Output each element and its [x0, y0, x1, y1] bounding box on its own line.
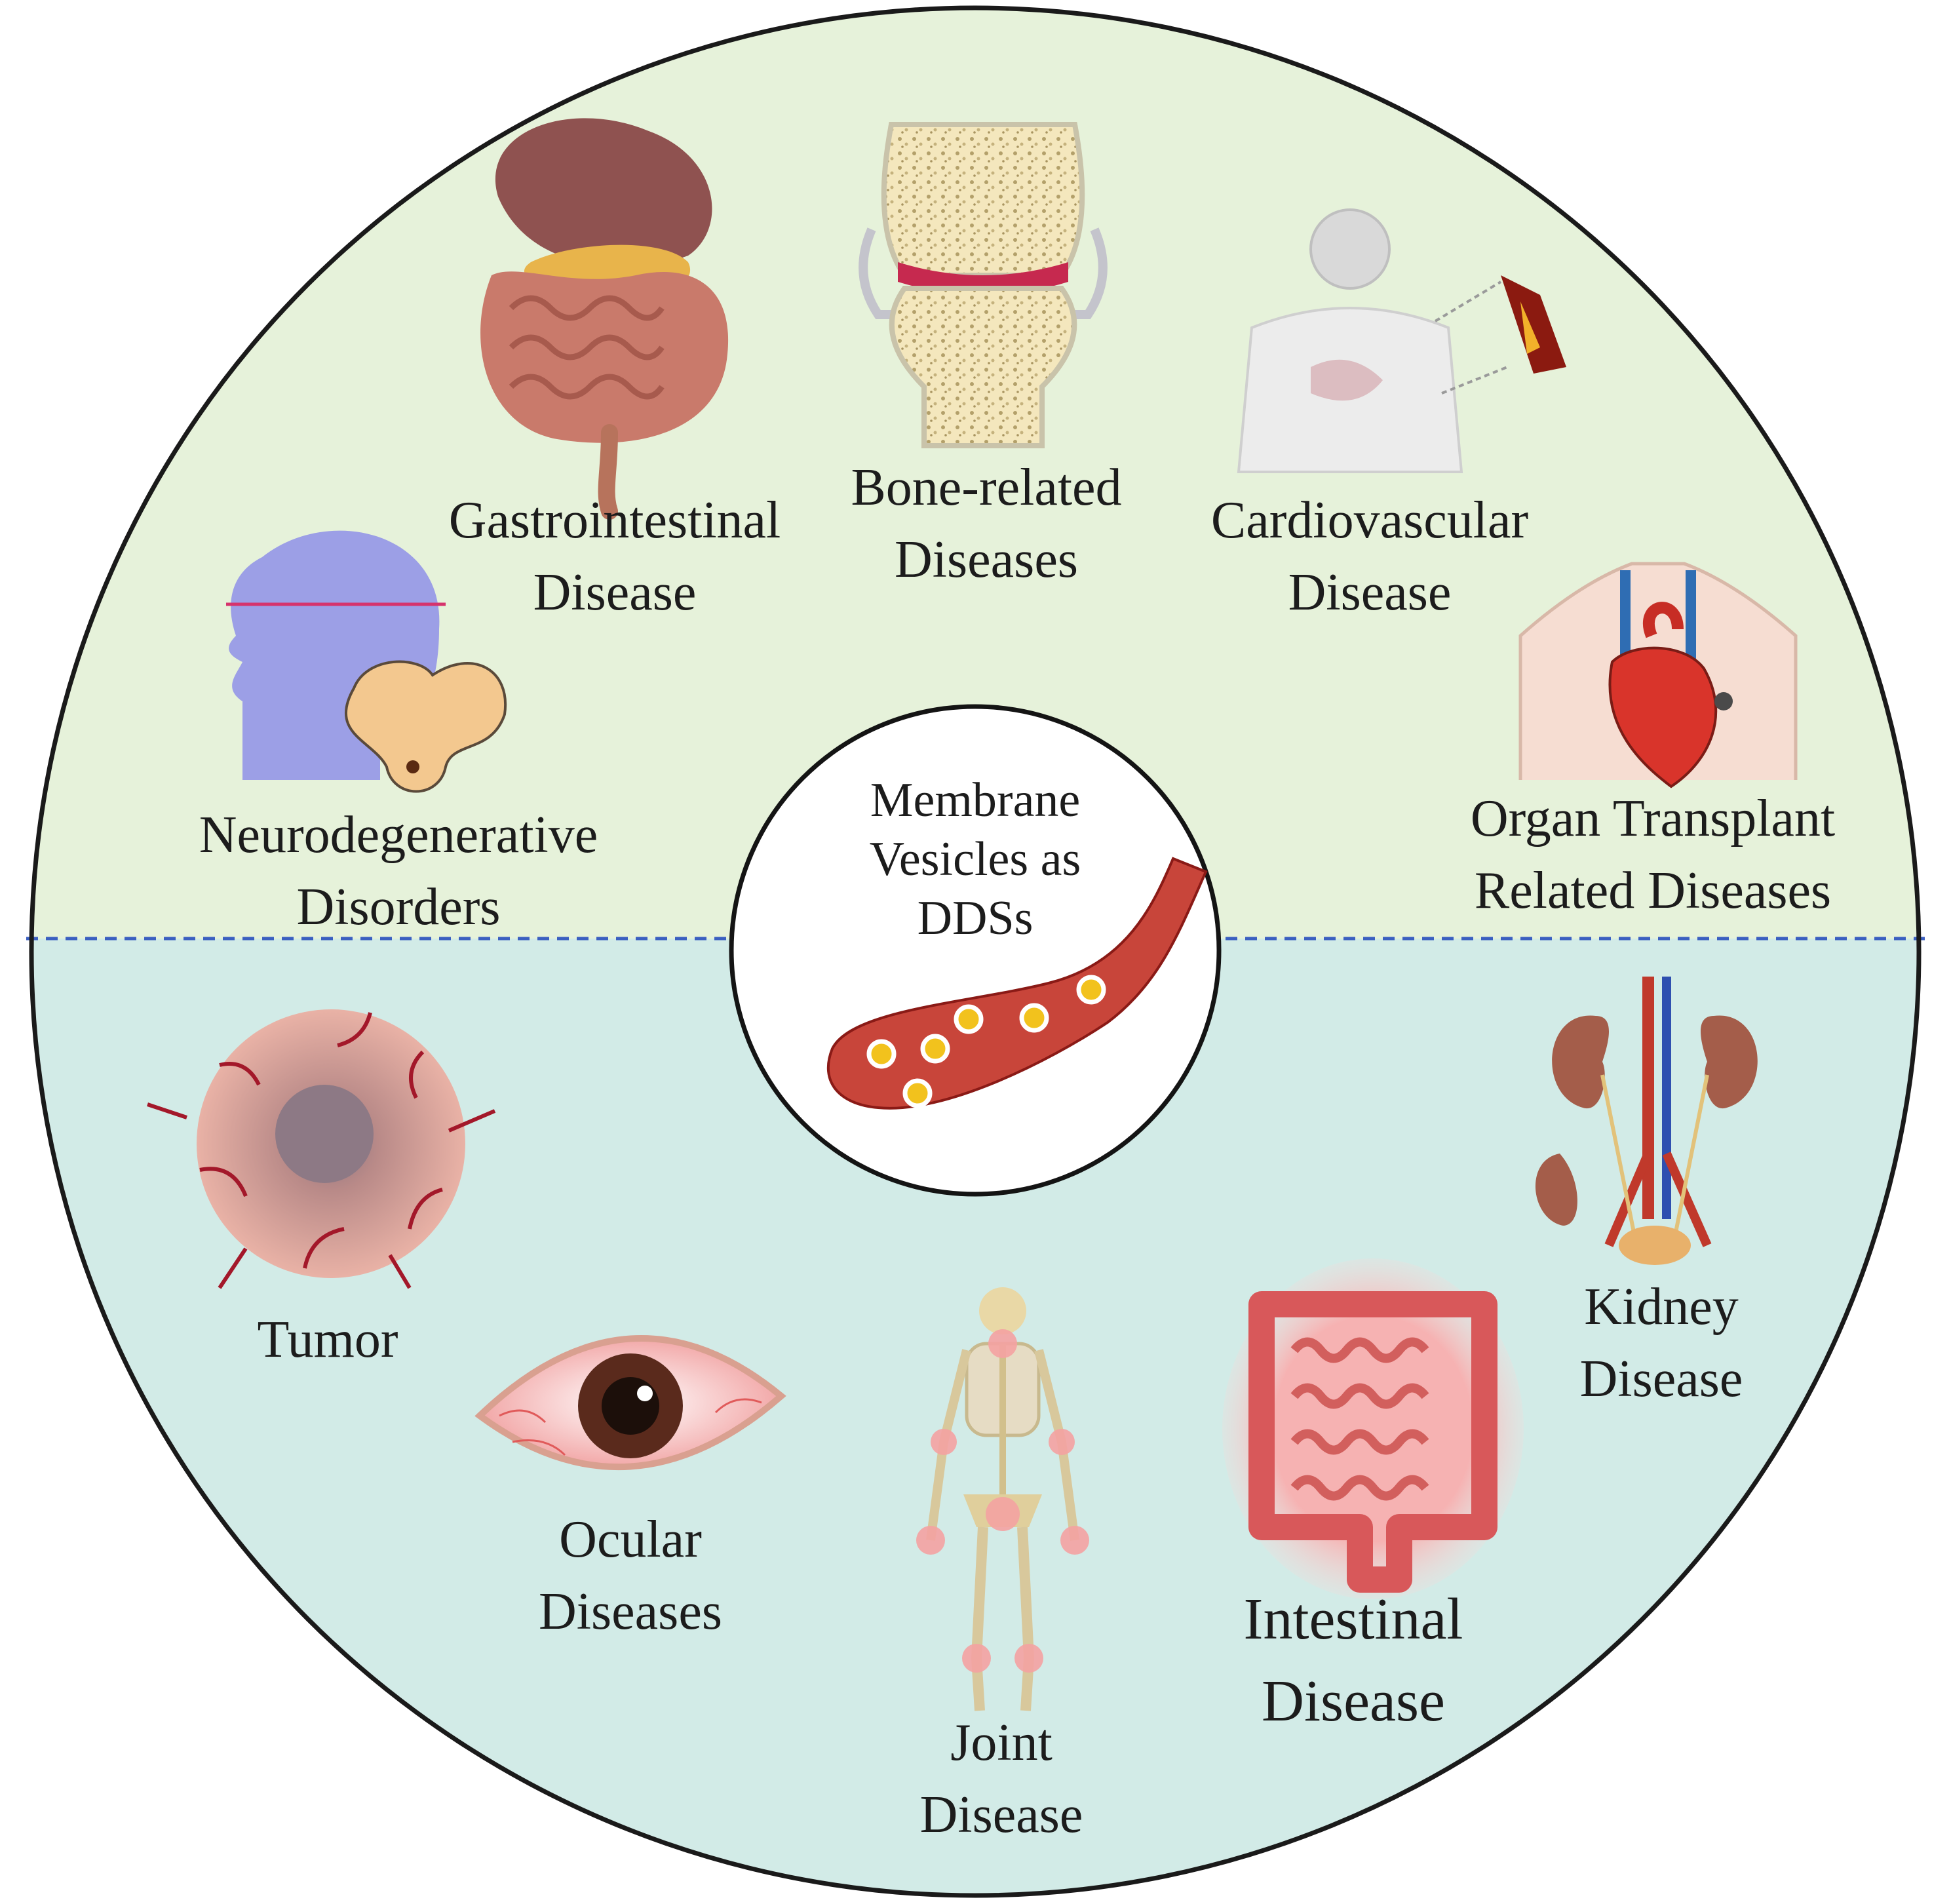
intestinal-label-line2: Disease: [1262, 1669, 1445, 1734]
gastrointestinal-label-line1: Gastrointestinal: [449, 492, 781, 549]
kidney-urinary-icon: [1535, 977, 1758, 1265]
chest-heart-icon: [1518, 562, 1798, 788]
bone-label-line2: Diseases: [895, 531, 1078, 589]
kidney-label-line1: Kidney: [1584, 1278, 1739, 1336]
outer-circle: [29, 5, 1922, 1898]
red-eye-icon: [474, 1334, 786, 1471]
cardiovascular-label-line1: Cardiovascular: [1211, 492, 1528, 549]
knee-joint-icon: [859, 122, 1108, 448]
intestine-icon: [1222, 1258, 1524, 1599]
kidney-label-line2: Disease: [1580, 1350, 1743, 1408]
center-node: [729, 704, 1222, 1197]
tumor-icon: [147, 1009, 496, 1289]
vesicle: [866, 1039, 897, 1069]
vesicle: [1019, 1003, 1049, 1033]
cardiovascular-label-line2: Disease: [1288, 564, 1452, 621]
gastrointestinal-label-line2: Disease: [533, 564, 697, 621]
head-brain-icon: [226, 530, 507, 793]
ocular-label-line1: Ocular: [559, 1511, 702, 1568]
center-title-line2: Vesicles as: [870, 832, 1081, 886]
skeleton-icon: [916, 1287, 1089, 1711]
vesicle: [920, 1034, 950, 1064]
tumor-label: Tumor: [258, 1311, 398, 1369]
transplant-label-line2: Related Diseases: [1475, 862, 1831, 920]
joint-label-line2: Disease: [920, 1786, 1083, 1844]
intestinal-label-line1: Intestinal: [1244, 1587, 1463, 1652]
joint-label-line1: Joint: [950, 1714, 1053, 1772]
transplant-label-line1: Organ Transplant: [1471, 790, 1835, 847]
human-artery-icon: [1237, 208, 1566, 473]
center-title-line1: Membrane: [870, 773, 1081, 827]
vesicle: [902, 1078, 933, 1108]
digestive-system-icon: [480, 118, 729, 520]
center-title-line3: DDSs: [918, 891, 1033, 945]
blood-vessel-vesicles-icon: [826, 857, 1208, 1110]
bone-label-line1: Bone-related: [851, 459, 1121, 516]
neuro-label-line1: Neurodegenerative: [199, 806, 598, 864]
vesicle: [1076, 975, 1106, 1005]
neuro-label-line2: Disorders: [296, 878, 500, 936]
vesicle: [954, 1004, 984, 1034]
ocular-label-line2: Diseases: [539, 1583, 722, 1641]
